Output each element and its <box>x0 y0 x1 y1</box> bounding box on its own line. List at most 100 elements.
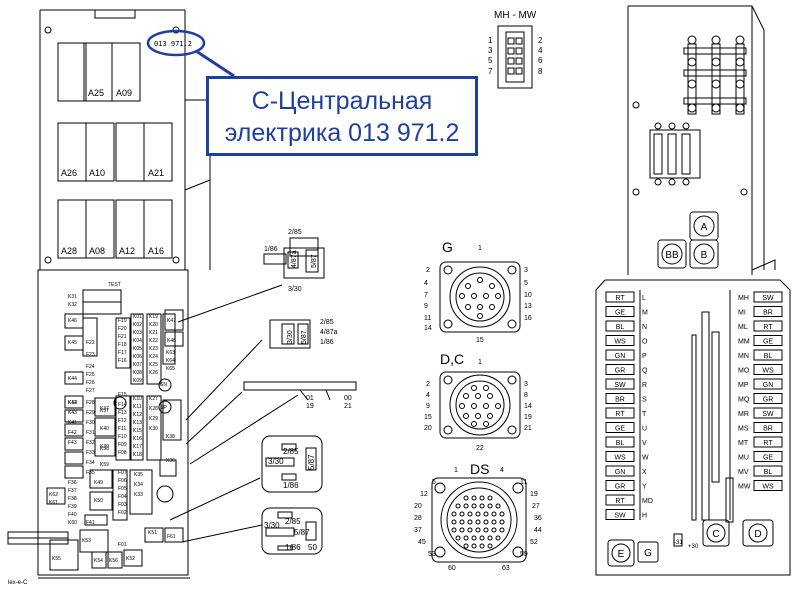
wire-color-code: GR <box>615 484 626 491</box>
wire-color-code: GE <box>615 426 625 433</box>
terminal-box <box>753 407 783 419</box>
pin-label: 15 <box>424 414 432 421</box>
pin-label: 3 <box>524 267 528 274</box>
fuse-label: F05 <box>118 486 127 492</box>
terminal-box <box>605 364 635 375</box>
terminal-box <box>605 480 635 491</box>
fuse-board-outline <box>37 269 189 576</box>
relay-label: 2/85 <box>320 319 334 326</box>
terminal-letter: MH <box>738 295 749 302</box>
plus30-label: +30 <box>688 544 699 550</box>
terminal-letter: MS <box>738 426 749 433</box>
fuse-label: F04 <box>118 494 127 500</box>
button-label: BB <box>665 250 679 261</box>
fuse-label: K39 <box>100 444 109 450</box>
pin-label: 3 <box>524 381 528 388</box>
pin-label: 13 <box>524 303 532 310</box>
terminal-box <box>605 436 635 448</box>
relay-label: 3/30 <box>264 521 280 530</box>
fuse-label: K06 <box>133 354 142 360</box>
wire-color-code: RT <box>763 440 773 447</box>
terminal-box <box>753 320 783 332</box>
terminal-letter: MO <box>738 368 750 375</box>
pin-label: 4 <box>500 467 504 474</box>
fuse-label: K25 <box>149 362 158 368</box>
fuse-label: F11 <box>118 426 126 432</box>
fuse-label: K05 <box>133 346 142 352</box>
terminal-letter: MQ <box>738 397 750 404</box>
k63-label: K63 <box>166 350 175 356</box>
pin-label: 14 <box>424 325 432 332</box>
fuse-label: K32 <box>68 302 77 308</box>
footer-label: lex-e-C <box>8 580 28 586</box>
wire-color-code: RT <box>763 324 773 331</box>
pin-label: 53 <box>428 551 436 558</box>
board-other-labels: TEST K62 K61 K60 K50 K49 K51 K52 F61 K57… <box>8 282 699 586</box>
terminal-letter: MN <box>738 353 749 360</box>
fuse-label: K08 <box>133 370 142 376</box>
k55-label: K55 <box>52 556 61 562</box>
strip-labels: 01 19 00 21 <box>306 395 352 410</box>
f61-label: F61 <box>167 534 176 540</box>
terminal-box <box>753 465 783 477</box>
terminal-box <box>753 364 783 375</box>
fuse-label: K11 <box>133 404 142 410</box>
fuse-label: K44 <box>68 376 77 382</box>
connector-strip <box>243 381 357 391</box>
relay-label: 3/30 <box>268 457 284 466</box>
wire-color-code: GE <box>615 310 625 317</box>
button-label: B <box>701 250 708 261</box>
fuse-label: F01 <box>118 542 127 548</box>
fuse-label: F35 <box>86 470 95 476</box>
fuse-label: K43 <box>68 410 77 416</box>
callout-leader <box>195 49 235 78</box>
wire-color-code: RT <box>615 498 625 505</box>
terminal-box <box>753 306 783 317</box>
pin-label: 28 <box>414 515 422 522</box>
terminal-box <box>605 407 635 419</box>
pin-label: 5 <box>432 479 436 486</box>
k54-label: K54 <box>94 558 103 564</box>
wire-color-code: GN <box>763 382 774 389</box>
pin-label: 45 <box>418 539 426 546</box>
fuse-label: F18 <box>118 342 127 348</box>
right-panel-outline <box>628 5 765 270</box>
pin-label: 3 <box>488 46 493 55</box>
terminal-letter: T <box>642 411 647 418</box>
connector-g-title: G <box>442 239 453 255</box>
fuse-label: K04 <box>133 338 142 344</box>
fuse-label: K47 <box>167 318 176 324</box>
fuse-label: K07 <box>133 362 142 368</box>
pin-label: 19 <box>530 491 538 498</box>
k60-label: K60 <box>68 520 77 526</box>
terminal-letter: P <box>642 353 647 360</box>
fuse-label: K26 <box>149 370 158 376</box>
wire-color-code: GN <box>615 469 626 476</box>
pin-label: 27 <box>532 503 540 510</box>
terminal-letter: O <box>642 339 648 346</box>
fuse-label: F36 <box>68 480 77 486</box>
k65-label: K65 <box>166 366 175 372</box>
wire-color-code: BL <box>764 353 773 360</box>
fuse-label: K48 <box>167 338 176 344</box>
fuse-label: K41 <box>68 420 77 426</box>
pin-label: 60 <box>448 565 456 572</box>
fuse-label: F26 <box>86 380 95 386</box>
fuse-label: K15 <box>133 428 142 434</box>
relay-label: 1/86 <box>285 543 301 552</box>
relay-label: 2/85 <box>285 517 301 526</box>
fuse-label: F34 <box>86 460 95 466</box>
fuse-label: F43 <box>68 440 77 446</box>
pin-label: 4 <box>424 280 428 287</box>
pin-label: 44 <box>534 527 542 534</box>
terminal-box <box>605 291 635 303</box>
